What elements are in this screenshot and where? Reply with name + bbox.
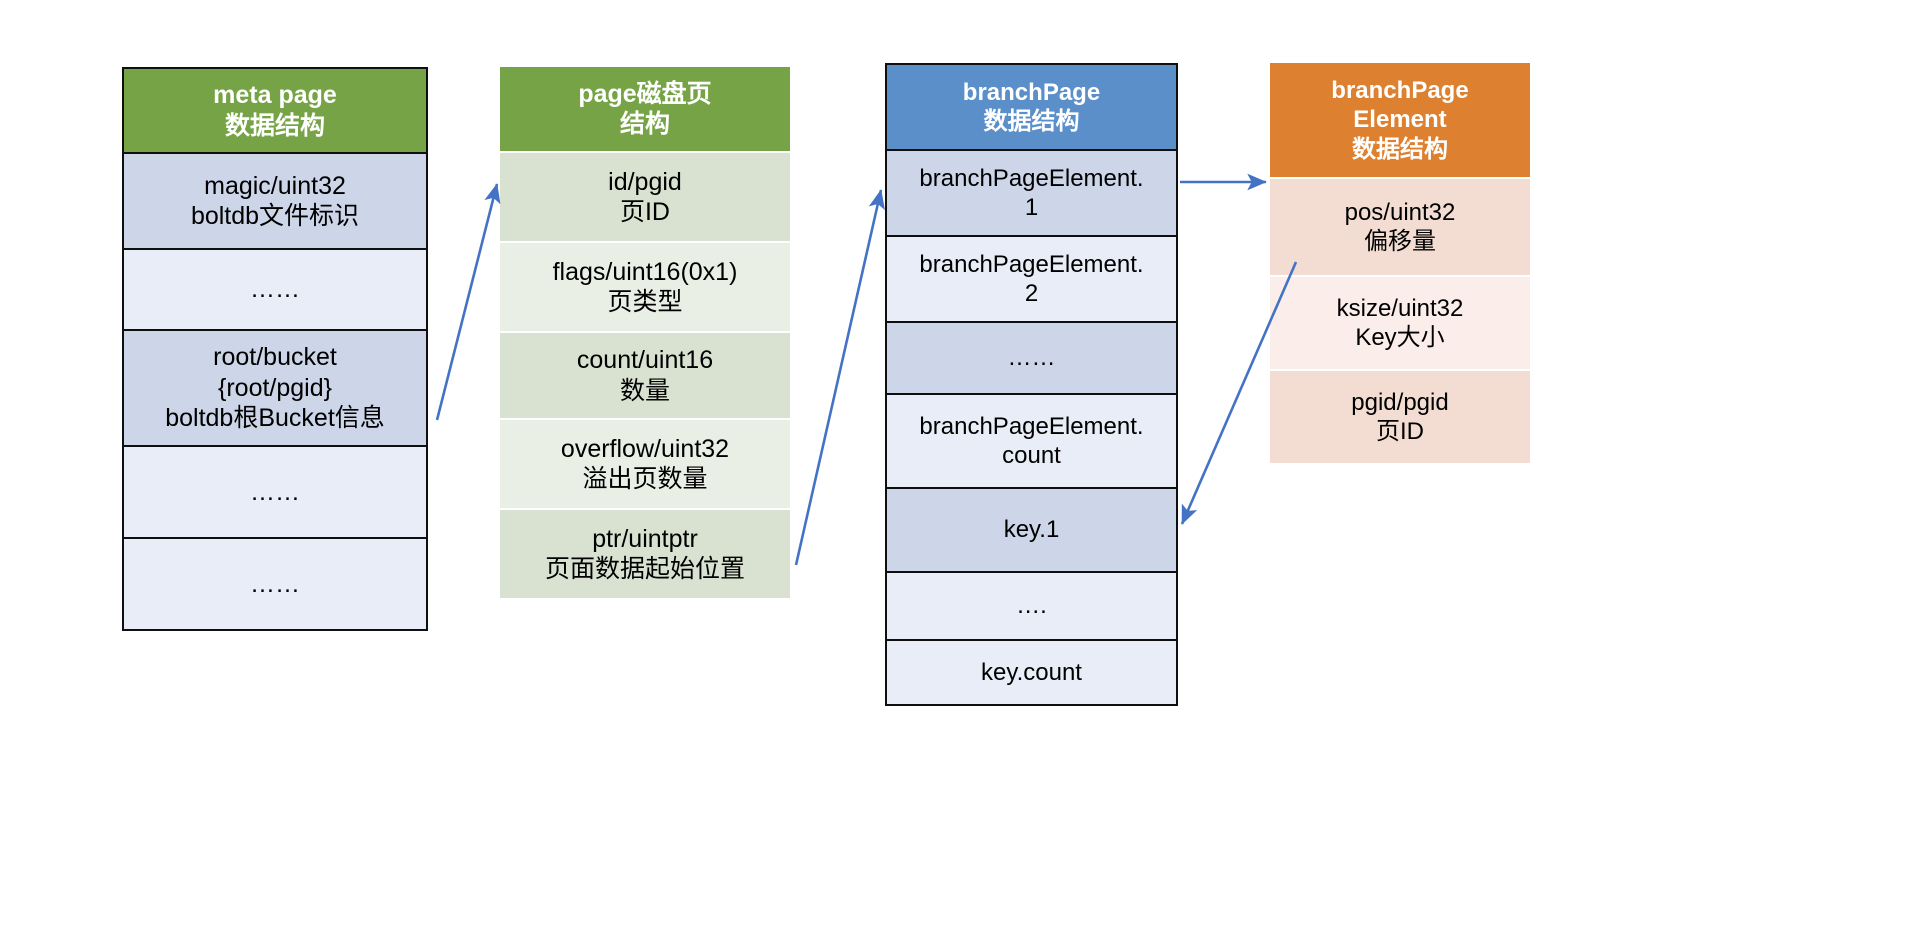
- meta-page-table: meta page 数据结构 magic/uint32 boltdb文件标识 ……: [122, 67, 428, 631]
- arrow-page-ptr-to-branchpage: [794, 189, 885, 566]
- page-disk-table: page磁盘页 结构 id/pgid 页ID flags/uint16(0x1)…: [500, 67, 790, 598]
- arrow-meta-root-to-page-id: [435, 183, 501, 421]
- branch-page-element-row-pos: pos/uint32 偏移量: [1270, 179, 1530, 275]
- branch-page-header: branchPage 数据结构: [887, 65, 1176, 151]
- meta-page-row-magic: magic/uint32 boltdb文件标识: [124, 154, 426, 250]
- meta-page-row-root-bucket: root/bucket {root/pgid} boltdb根Bucket信息: [124, 331, 426, 447]
- branch-page-row-ellipsis: ……: [887, 323, 1176, 395]
- page-disk-row-ptr: ptr/uintptr 页面数据起始位置: [500, 510, 790, 598]
- page-disk-header: page磁盘页 结构: [500, 67, 790, 151]
- page-disk-row-count: count/uint16 数量: [500, 333, 790, 418]
- page-disk-row-overflow: overflow/uint32 溢出页数量: [500, 420, 790, 508]
- meta-page-row-ellipsis-3: ……: [124, 539, 426, 629]
- branch-page-element-table: branchPage Element 数据结构 pos/uint32 偏移量 k…: [1270, 63, 1530, 467]
- branch-page-row-key-count: key.count: [887, 641, 1176, 704]
- branch-page-element-row-ksize: ksize/uint32 Key大小: [1270, 277, 1530, 369]
- meta-page-row-ellipsis-2: ……: [124, 447, 426, 539]
- branch-page-row-key-1: key.1: [887, 489, 1176, 573]
- branch-page-row-key-dots: ….: [887, 573, 1176, 641]
- branch-page-row-element-2: branchPageElement. 2: [887, 237, 1176, 323]
- branch-page-element-row-pgid: pgid/pgid 页ID: [1270, 371, 1530, 463]
- meta-page-header: meta page 数据结构: [124, 69, 426, 154]
- page-disk-row-id: id/pgid 页ID: [500, 153, 790, 241]
- page-disk-row-flags: flags/uint16(0x1) 页类型: [500, 243, 790, 331]
- branch-page-row-element-count: branchPageElement. count: [887, 395, 1176, 489]
- meta-page-row-ellipsis-1: ……: [124, 250, 426, 331]
- branch-page-element-header: branchPage Element 数据结构: [1270, 63, 1530, 177]
- branch-page-table: branchPage 数据结构 branchPageElement. 1 bra…: [885, 63, 1178, 706]
- branch-page-row-element-1: branchPageElement. 1: [887, 151, 1176, 237]
